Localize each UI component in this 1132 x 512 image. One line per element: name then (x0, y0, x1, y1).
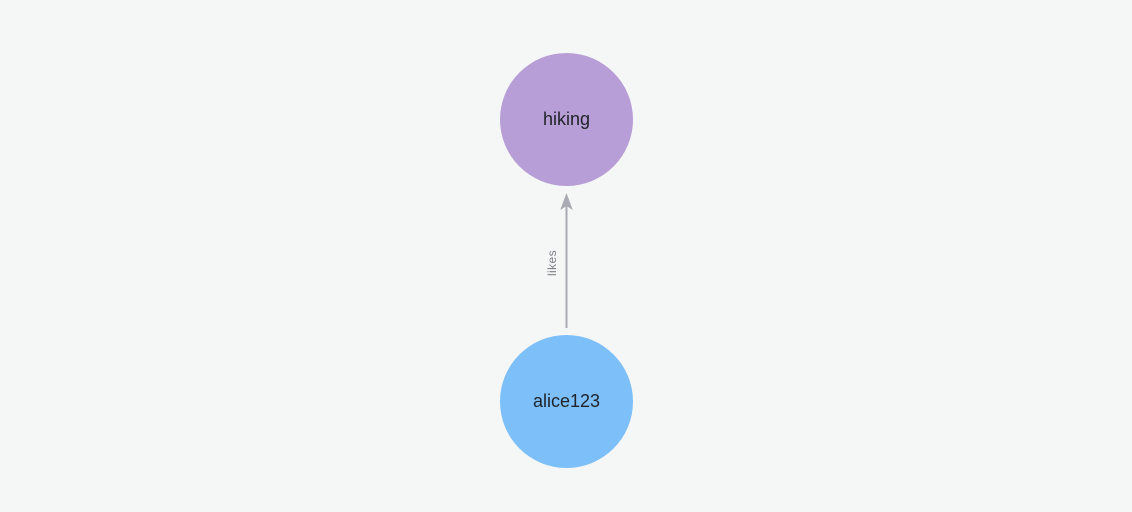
graph-node-hiking[interactable]: hiking (500, 53, 633, 186)
edge-label-likes[interactable]: likes (545, 249, 559, 277)
arrowhead-icon (560, 193, 573, 210)
node-label-hiking: hiking (542, 109, 591, 129)
graph-node-alice123[interactable]: alice123 (500, 335, 633, 468)
node-label-alice123: alice123 (532, 391, 601, 411)
